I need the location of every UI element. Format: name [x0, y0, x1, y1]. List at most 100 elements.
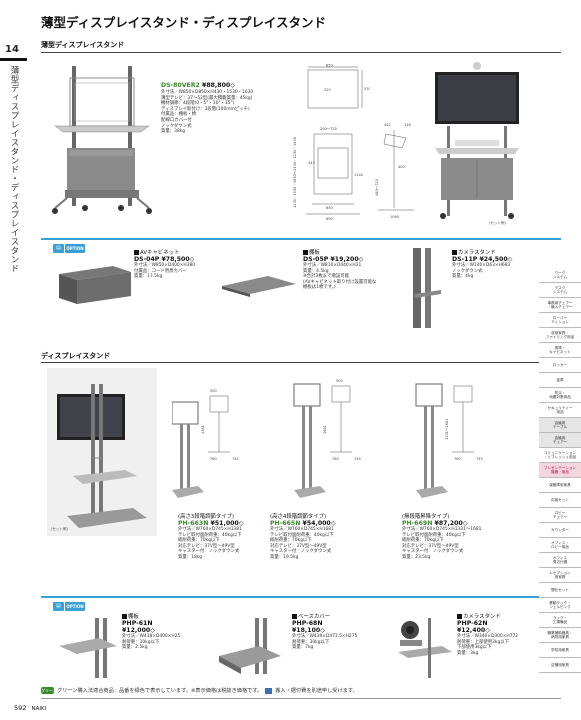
section2-title: ディスプレイスタンド — [41, 352, 111, 360]
sidebar-item[interactable]: レセプション用家具 — [539, 568, 581, 583]
square-bullet-icon — [292, 613, 297, 619]
spec-line: 耐荷重：30kg以下 — [292, 639, 330, 645]
sidebar-item[interactable]: ワークシステム — [539, 268, 581, 283]
spec-line: キャスター付 ノックダウン式 — [270, 549, 332, 555]
spec-line: 外寸法／W439×D473.5×H275 — [292, 634, 358, 639]
svg-text:500: 500 — [336, 379, 343, 383]
option-price: ¥12,000 — [122, 627, 151, 634]
sidebar-item[interactable]: 金庫 — [539, 373, 581, 388]
spec-line: ノックダウン式 — [452, 268, 483, 274]
spec-line: 総耐荷重：70kg以下 — [178, 538, 220, 544]
sidebar-item[interactable]: オフィス・ロビー用品 — [539, 538, 581, 553]
spec-line: 質量：18kg — [178, 554, 203, 560]
spec-line: 外寸法／W760×D745×H1681 — [270, 527, 334, 532]
option-badge: OPTION — [65, 244, 85, 253]
sidebar-item[interactable]: 間仕セット — [539, 583, 581, 598]
page-number: 592 NAIKI — [14, 704, 46, 712]
green-purchase-icon: グリーン — [41, 687, 57, 694]
spec-line: 付属品：コード用黒カバー — [134, 268, 187, 274]
sidebar-item[interactable]: 学校用家具 — [539, 643, 581, 658]
spec-line: 機材調節：4段階(0・5°・10°・15°) — [161, 101, 235, 107]
option-php68n: ベースカバー PHP-68N ¥18,100◇ 外寸法／W439×D473.5×… — [292, 612, 357, 651]
spec-line: 質量：4.5kg — [303, 268, 329, 274]
dimension-diagram-side: 442 118 400 480〜720 1090 — [375, 123, 414, 219]
dim-h-b: 1430・1530・1630〜1130・1230・1430 — [293, 137, 297, 208]
option-avcabinet: AVキャビネット DS-04P ¥78,500◇ 外寸法／W850×D400×H… — [134, 248, 195, 280]
dim-inner: 200〜725 — [320, 127, 337, 131]
option-php62n: カメラスタンド PHP-62N ¥12,400◇ 外寸法／W340×D300×H… — [457, 612, 518, 656]
footer-rule — [41, 698, 561, 699]
sidebar-item[interactable]: 店舗用家具 — [539, 658, 581, 673]
page-tab-bar — [0, 58, 27, 61]
sidebar-item[interactable]: ロッカー — [539, 358, 581, 373]
sidebar-item[interactable]: 収納家具・ファイリング用品 — [539, 328, 581, 343]
sidebar-item[interactable]: 保管庫用家具 — [539, 478, 581, 493]
sidebar-item[interactable]: ラック・工場備品 — [539, 613, 581, 628]
option-photo-php61n — [55, 616, 119, 682]
spec-line: 耐荷重：10kg以下 — [122, 639, 160, 645]
dim-d-e: 480〜720 — [375, 179, 379, 196]
sidebar-item[interactable]: 書庫・キャビネット — [539, 343, 581, 358]
product-specs: 外寸法／W850×D850×H430・1530・1630 薄型テレビ：37〜52… — [161, 90, 253, 135]
spec-line: (AVキャビネット取り付け設置可能な — [303, 279, 377, 285]
spec-line: 外寸法／W810×D440×H21 — [303, 263, 362, 268]
option-php61n: 棚板 PHP-61N ¥12,000◇ 外寸法／W438×D400×H25 耐荷… — [122, 612, 180, 651]
diamond-icon: ◇ — [230, 82, 235, 89]
dim-h-c: 443 — [308, 161, 315, 165]
set-label: (セット例) — [489, 220, 506, 225]
sidebar-item[interactable]: ロビーチェアー — [539, 508, 581, 523]
product-price: ¥88,800 — [202, 82, 231, 89]
sidebar-item[interactable]: 応接セット — [539, 493, 581, 508]
dim-d-a: 442 — [384, 123, 391, 127]
spec-line: キャスター付 ノックダウン式 — [178, 549, 240, 555]
dim-top-w: 850 — [326, 64, 333, 68]
stand-photo-665 — [293, 383, 326, 498]
dimension-diagram-front: 850 320 530 200〜725 1430・1530・1630〜1130・… — [293, 64, 370, 221]
stand-photo-669 — [415, 383, 448, 498]
dim-d5: 745 — [354, 457, 361, 461]
sidebar-item[interactable]: 移動ラック・シェルビング — [539, 598, 581, 613]
page-title: 薄型ディスプレイスタンド・ディスプレイスタンド — [41, 15, 327, 30]
sidebar-item[interactable]: 防災・地震対策用品 — [539, 388, 581, 403]
green-mark-icon: ▤ — [53, 244, 64, 253]
brand-name: NAIKI — [31, 706, 47, 712]
spec-line: 対応テレビ：37V型〜49V型 — [402, 543, 459, 549]
category-sidebar: ワークシステム デスクシステム 事務用チェアー・輸入チェアー ローパーティション… — [539, 268, 581, 673]
green-mark-icon: ▤ — [53, 602, 64, 611]
vertical-title: 薄型ディスプレイスタンド・ディスプレイスタンド — [9, 66, 19, 273]
sidebar-item[interactable]: デスクシステム — [539, 283, 581, 298]
dim-d4: 760 — [332, 457, 339, 461]
spec-line: ディスプレイ取付け：3段階(100mmピッチ) — [161, 106, 250, 112]
spec-line: 質量：17.5kg — [134, 274, 163, 280]
diamond-icon: ◇ — [507, 256, 513, 263]
option-photo-camerastand — [395, 244, 445, 330]
spec-line: テレビ取付面耐荷重：40kg以下 — [402, 532, 466, 538]
spec-line: テレビ取付面耐荷重：40kg以下 — [178, 532, 242, 538]
option-model: PHP-61N — [122, 620, 153, 627]
option-name: ベースカバー — [298, 614, 331, 620]
dim-d9: 1681 — [323, 425, 327, 434]
spec-line: テレビ取付面耐荷重：40kg以下 — [270, 532, 334, 538]
sidebar-item[interactable]: オフィス周辺什器 — [539, 553, 581, 568]
sidebar-item[interactable]: 事務用チェアー・輸入チェアー — [539, 298, 581, 313]
sidebar-item[interactable]: カウンター — [539, 523, 581, 538]
product-ds80ver2: DS-80VER2 ¥88,800◇ 外寸法／W850×D850×H430・15… — [161, 82, 253, 135]
option-rule — [41, 238, 561, 240]
sidebar-item[interactable]: 職業補助器具・病院用家具 — [539, 628, 581, 643]
diamond-icon: ◇ — [150, 627, 155, 634]
product-price: ¥87,200 — [434, 520, 463, 527]
spec-line: 質量：2.5kg — [122, 645, 148, 651]
dim-h-a: 530 — [364, 87, 370, 91]
sidebar-item[interactable]: 会議用テーブル — [539, 418, 581, 433]
spec-line: 質量：19.5kg — [270, 554, 299, 560]
sidebar-item[interactable]: ローパーティション — [539, 313, 581, 328]
sidebar-item[interactable]: 会議用チェアー — [539, 433, 581, 448]
sidebar-item-active[interactable]: プレゼンテーション機器・用品 — [539, 463, 581, 478]
spec-line: ノックダウン式 — [161, 123, 192, 129]
sidebar-item[interactable]: セキュリティー用品 — [539, 403, 581, 418]
sidebar-item[interactable]: コミュニケーション・リフレッシュ用品 — [539, 448, 581, 463]
product-model-code: DS-80VER2 — [161, 82, 200, 89]
product-model-code: PH-665N — [270, 520, 301, 527]
option-model: DS-11P — [452, 256, 478, 263]
square-bullet-icon — [452, 249, 457, 255]
